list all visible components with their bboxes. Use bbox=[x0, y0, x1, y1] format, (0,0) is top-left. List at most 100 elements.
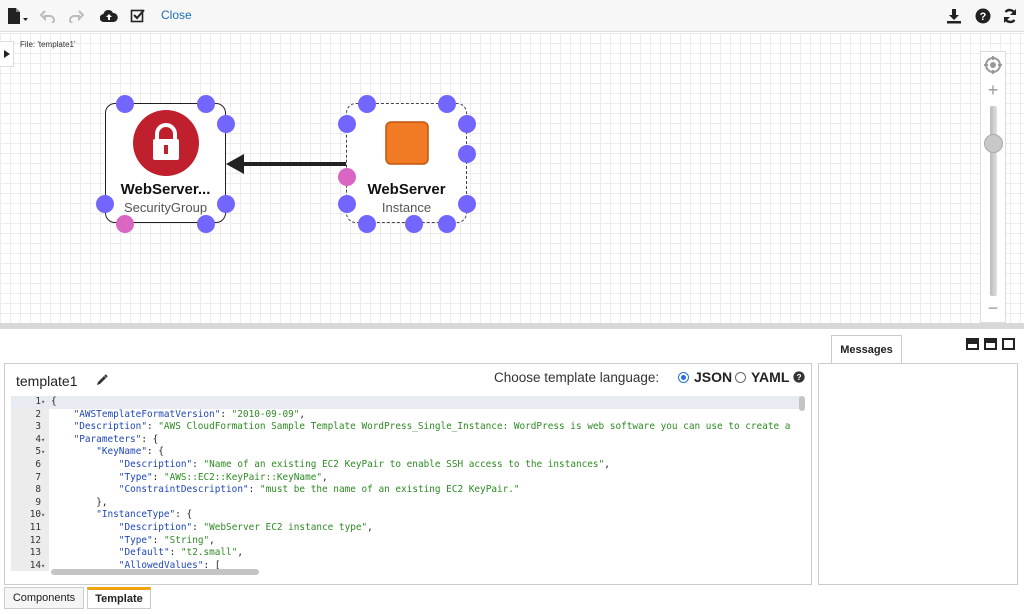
connection-handle[interactable] bbox=[458, 145, 476, 163]
zoom-out-button[interactable]: − bbox=[987, 298, 999, 318]
connection-handle[interactable] bbox=[217, 195, 235, 213]
code-line[interactable]: 4▾"Parameters": { bbox=[11, 434, 803, 447]
save-cloud-button[interactable] bbox=[99, 6, 119, 26]
code-line[interactable]: 5▾"KeyName": { bbox=[11, 446, 803, 459]
bottom-tabs: Components Template bbox=[0, 584, 1024, 614]
line-number: 8 bbox=[35, 484, 41, 496]
connection-handle[interactable] bbox=[338, 168, 356, 186]
caret-right-icon bbox=[3, 50, 10, 58]
checkbox-check-icon bbox=[130, 9, 145, 23]
code-line[interactable]: 11"Description": "WebServer EC2 instance… bbox=[11, 522, 803, 535]
new-file-menu-button[interactable] bbox=[6, 6, 30, 26]
pencil-icon[interactable] bbox=[96, 374, 108, 386]
ec2-instance-node[interactable]: WebServer Instance bbox=[346, 103, 467, 223]
zoom-in-button[interactable]: + bbox=[987, 80, 999, 100]
connection-handle[interactable] bbox=[96, 195, 114, 213]
zoom-slider-track[interactable] bbox=[990, 106, 997, 296]
tab-components[interactable]: Components bbox=[4, 587, 84, 609]
connection-handle[interactable] bbox=[458, 115, 476, 133]
file-icon bbox=[8, 8, 28, 24]
fold-toggle-icon[interactable]: ▾ bbox=[41, 435, 46, 444]
help-icon[interactable]: ? bbox=[793, 371, 805, 383]
fit-to-screen-icon[interactable] bbox=[983, 55, 1003, 75]
line-number: 1 bbox=[35, 396, 41, 407]
connection-handle[interactable] bbox=[217, 115, 235, 133]
download-button[interactable] bbox=[944, 6, 964, 26]
close-link[interactable]: Close bbox=[161, 8, 192, 22]
json-radio[interactable] bbox=[678, 372, 689, 383]
code-text: "Description": "Name of an existing EC2 … bbox=[118, 459, 610, 470]
svg-text:?: ? bbox=[796, 373, 801, 382]
line-number: 13 bbox=[29, 547, 41, 559]
code-text: "Description": "AWS CloudFormation Sampl… bbox=[73, 421, 791, 433]
redo-button[interactable] bbox=[67, 6, 85, 26]
validate-button[interactable] bbox=[129, 6, 147, 26]
code-line[interactable]: 13 "Default": "t2.small", bbox=[11, 547, 803, 560]
fold-toggle-icon[interactable]: ▾ bbox=[41, 511, 46, 520]
code-line[interactable]: 7 "Type": "AWS::EC2::KeyPair::KeyName", bbox=[11, 472, 803, 485]
zoom-slider-handle[interactable] bbox=[984, 134, 1003, 153]
code-text: "AllowedValues": [ bbox=[118, 559, 221, 571]
connection-handle[interactable] bbox=[338, 195, 356, 213]
code-line[interactable]: 1▾{ bbox=[11, 396, 803, 409]
connection-handle[interactable] bbox=[358, 95, 376, 113]
designer-canvas[interactable]: File: 'template1' WebServer... SecurityG… bbox=[0, 33, 1024, 323]
connection-handle[interactable] bbox=[438, 95, 456, 113]
line-number: 10 bbox=[29, 509, 41, 521]
components-panel-toggle[interactable] bbox=[0, 41, 14, 67]
line-number: 7 bbox=[35, 471, 41, 483]
fold-toggle-icon[interactable]: ▾ bbox=[41, 398, 46, 406]
code-line[interactable]: 6"Description": "Name of an existing EC2… bbox=[11, 459, 803, 472]
connection-handle[interactable] bbox=[358, 215, 376, 233]
lock-icon bbox=[133, 110, 199, 176]
code-line[interactable]: 8 "ConstraintDescription": "must be the n… bbox=[11, 484, 803, 497]
template-name: template1 bbox=[16, 373, 78, 389]
line-number: 2 bbox=[35, 408, 41, 420]
template-editor-panel: template1 Choose template language: JSON… bbox=[4, 363, 812, 585]
svg-text:?: ? bbox=[980, 11, 987, 23]
tab-template[interactable]: Template bbox=[87, 587, 151, 609]
code-line[interactable]: 10▾"InstanceType": { bbox=[11, 509, 803, 522]
connection-handle[interactable] bbox=[197, 95, 215, 113]
connection-handle[interactable] bbox=[458, 195, 476, 213]
line-number-gutter bbox=[11, 396, 49, 571]
yaml-label[interactable]: YAML bbox=[751, 369, 790, 385]
toolbar: Close ? bbox=[0, 0, 1024, 32]
json-label[interactable]: JSON bbox=[694, 369, 733, 385]
connection-handle[interactable] bbox=[338, 115, 356, 133]
code-line[interactable]: 14▾"AllowedValues": [ bbox=[11, 560, 803, 571]
dependency-arrow[interactable] bbox=[0, 33, 1024, 323]
undo-button[interactable] bbox=[39, 6, 57, 26]
fold-toggle-icon[interactable]: ▾ bbox=[41, 448, 46, 457]
vertical-scrollbar[interactable] bbox=[799, 396, 805, 411]
code-text: "Description": "WebServer EC2 instance t… bbox=[118, 522, 373, 533]
connection-handle[interactable] bbox=[116, 95, 134, 113]
code-editor[interactable]: 1▾{2"AWSTemplateFormatVersion": "2010-09… bbox=[11, 396, 803, 571]
code-text: "Type": "AWS::EC2::KeyPair::KeyName", bbox=[118, 471, 328, 483]
messages-tab[interactable]: Messages bbox=[831, 335, 902, 364]
horizontal-scrollbar[interactable] bbox=[51, 569, 259, 575]
undo-icon bbox=[40, 10, 55, 23]
code-line[interactable]: 3"Description": "AWS CloudFormation Samp… bbox=[11, 421, 803, 434]
download-icon bbox=[947, 9, 961, 24]
panel-splitter[interactable] bbox=[0, 323, 1024, 329]
connection-handle[interactable] bbox=[197, 215, 215, 233]
help-button[interactable]: ? bbox=[973, 6, 993, 26]
refresh-button[interactable] bbox=[1000, 6, 1020, 26]
yaml-radio[interactable] bbox=[735, 372, 746, 383]
fold-toggle-icon[interactable]: ▾ bbox=[41, 561, 46, 570]
refresh-icon bbox=[1003, 8, 1017, 24]
layout-split-button[interactable] bbox=[984, 338, 997, 350]
code-text: "Default": "t2.small", bbox=[118, 547, 244, 559]
code-line[interactable]: 9}, bbox=[11, 497, 803, 510]
layout-bottom-button[interactable] bbox=[966, 338, 979, 350]
layout-full-button[interactable] bbox=[1002, 338, 1015, 350]
code-text: "ConstraintDescription": "must be the na… bbox=[118, 484, 520, 496]
code-line[interactable]: 2"AWSTemplateFormatVersion": "2010-09-09… bbox=[11, 409, 803, 422]
security-group-node[interactable]: WebServer... SecurityGroup bbox=[105, 103, 226, 223]
code-line[interactable]: 12"Type": "String", bbox=[11, 535, 803, 548]
connection-handle[interactable] bbox=[405, 215, 423, 233]
connection-handle[interactable] bbox=[116, 215, 134, 233]
code-text: }, bbox=[96, 496, 108, 508]
connection-handle[interactable] bbox=[438, 215, 456, 233]
